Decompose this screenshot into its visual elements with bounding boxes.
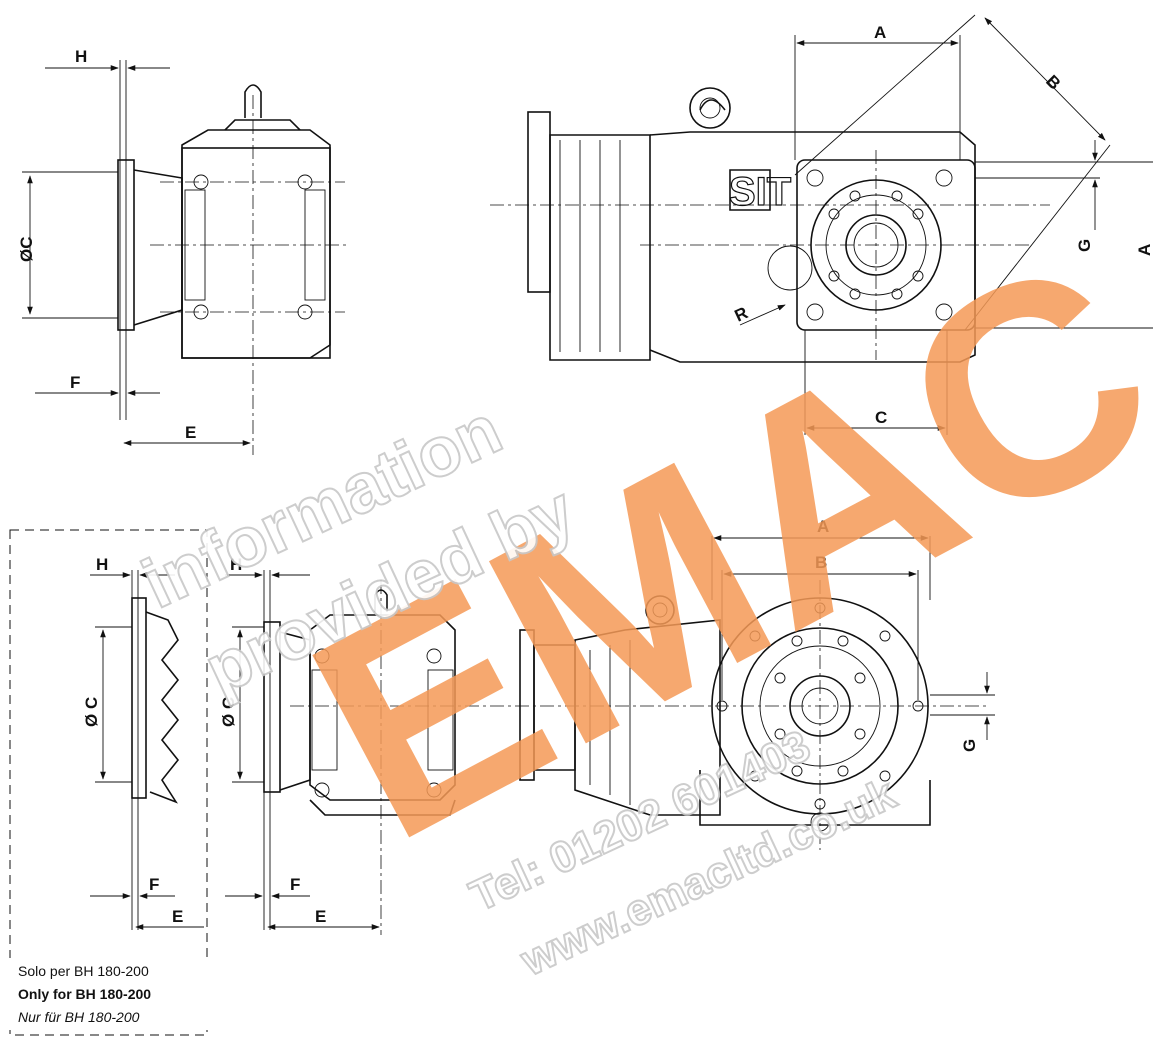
dim-label-A-top: A [874, 23, 886, 42]
dim-label-B-top: B [1042, 71, 1064, 93]
dim-label-R: R [732, 303, 751, 325]
sit-logo: SIT [729, 170, 791, 214]
dim-label-G-top: G [1075, 239, 1094, 252]
label-E-bottom: E [315, 907, 326, 926]
detail-label-dia-C: Ø C [82, 697, 101, 727]
detail-label-F: F [149, 875, 159, 894]
label-G-bottom: G [960, 739, 979, 752]
dim-label-H: H [75, 47, 87, 66]
watermark: EMAC information provided by Tel: 01202 … [130, 192, 1153, 987]
detail-label-H: H [96, 555, 108, 574]
dim-label-F: F [70, 373, 80, 392]
note-italian: Solo per BH 180-200 [18, 963, 149, 979]
top-side-view: H ØC F E [17, 47, 350, 455]
label-B-bottom: B [815, 553, 827, 572]
dim-label-C-top: C [875, 408, 887, 427]
note-english: Only for BH 180-200 [18, 986, 151, 1002]
detail-label-E: E [172, 907, 183, 926]
detail-box: H Ø C F E Solo per BH 180-200 Only for B… [8, 529, 208, 1036]
label-H-bottom: H [230, 555, 242, 574]
note-german: Nur für BH 180-200 [18, 1009, 140, 1025]
label-dia-C-bottom: Ø C [219, 697, 238, 727]
bottom-side-view: H Ø C F E [219, 555, 990, 935]
dim-label-dia-C: ØC [17, 237, 36, 263]
label-F-bottom: F [290, 875, 300, 894]
bottom-front-view: A B G [519, 517, 995, 850]
dim-label-A-side: A [1135, 244, 1153, 256]
label-A-bottom: A [817, 517, 829, 536]
dim-label-E: E [185, 423, 196, 442]
